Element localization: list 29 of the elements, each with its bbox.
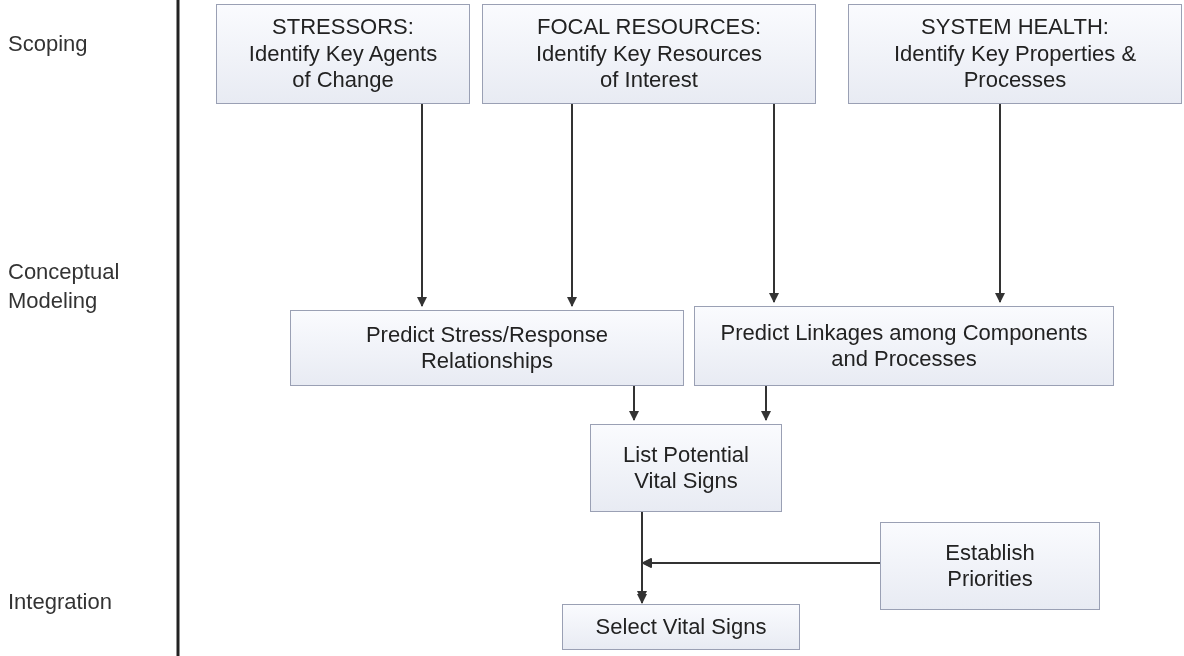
process-box (290, 310, 684, 386)
box-text: Identify Key Resources of Interest (534, 40, 764, 94)
phase-label: Scoping (8, 30, 89, 58)
box-text: Select Vital Signs (595, 613, 767, 641)
process-box (694, 306, 1114, 386)
box-text: Predict Linkages among Components and Processes (719, 319, 1089, 373)
box-text: SYSTEM HEALTH: (921, 14, 1109, 41)
phase-label: Conceptual Modeling (8, 258, 121, 315)
arrow (761, 385, 771, 421)
process-box (590, 424, 782, 512)
box-text: FOCAL RESOURCES: (536, 14, 762, 41)
process-box (216, 4, 470, 104)
process-box (562, 604, 800, 650)
arrow (769, 103, 779, 303)
box-text: Identify Key Properties & Processes (892, 40, 1138, 94)
phase-label: Integration (8, 588, 113, 616)
arrow (637, 558, 881, 604)
arrow (417, 103, 427, 307)
box-text: List Potential Vital Signs (622, 441, 750, 495)
process-box (848, 4, 1182, 104)
box-text: Establish Priorities (944, 539, 1036, 593)
process-box (880, 522, 1100, 610)
box-text: Identify Key Agents of Change (247, 40, 439, 94)
process-box (482, 4, 816, 104)
arrow (629, 385, 639, 421)
arrow (567, 103, 577, 307)
arrow (995, 103, 1005, 303)
box-text: STRESSORS: (272, 14, 414, 41)
box-text: Predict Stress/Response Relationships (364, 321, 610, 375)
